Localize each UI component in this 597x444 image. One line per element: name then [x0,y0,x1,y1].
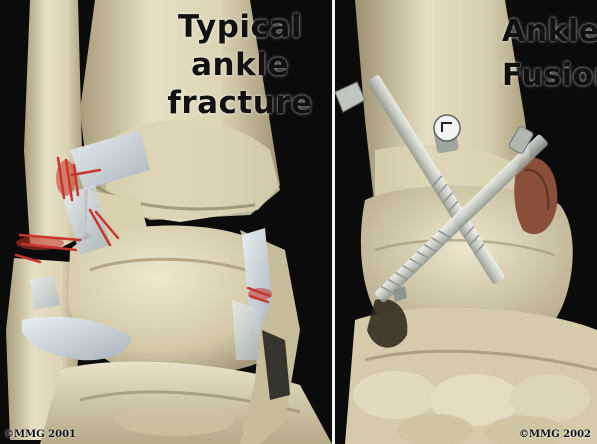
fracture-caption-line-2: ankle [165,46,315,84]
screw-three-head [433,115,460,154]
fracture-caption: Typical ankle fracture [165,8,315,122]
fracture-panel: Typical ankle fracture ©MMG 2001 [0,0,332,444]
fusion-caption: Ankle Fusion [502,10,596,98]
copyright-right: ©MMG 2002 [519,429,591,440]
fracture-caption-line-3: fracture [165,84,315,122]
copyright-left: ©MMG 2001 [4,429,76,440]
fusion-caption-line-1: Ankle [502,10,596,54]
fracture-caption-line-1: Typical [165,8,315,46]
fusion-caption-line-2: Fusion [502,54,596,98]
fusion-panel: Ankle Fusion ©MMG 2002 [335,0,597,444]
